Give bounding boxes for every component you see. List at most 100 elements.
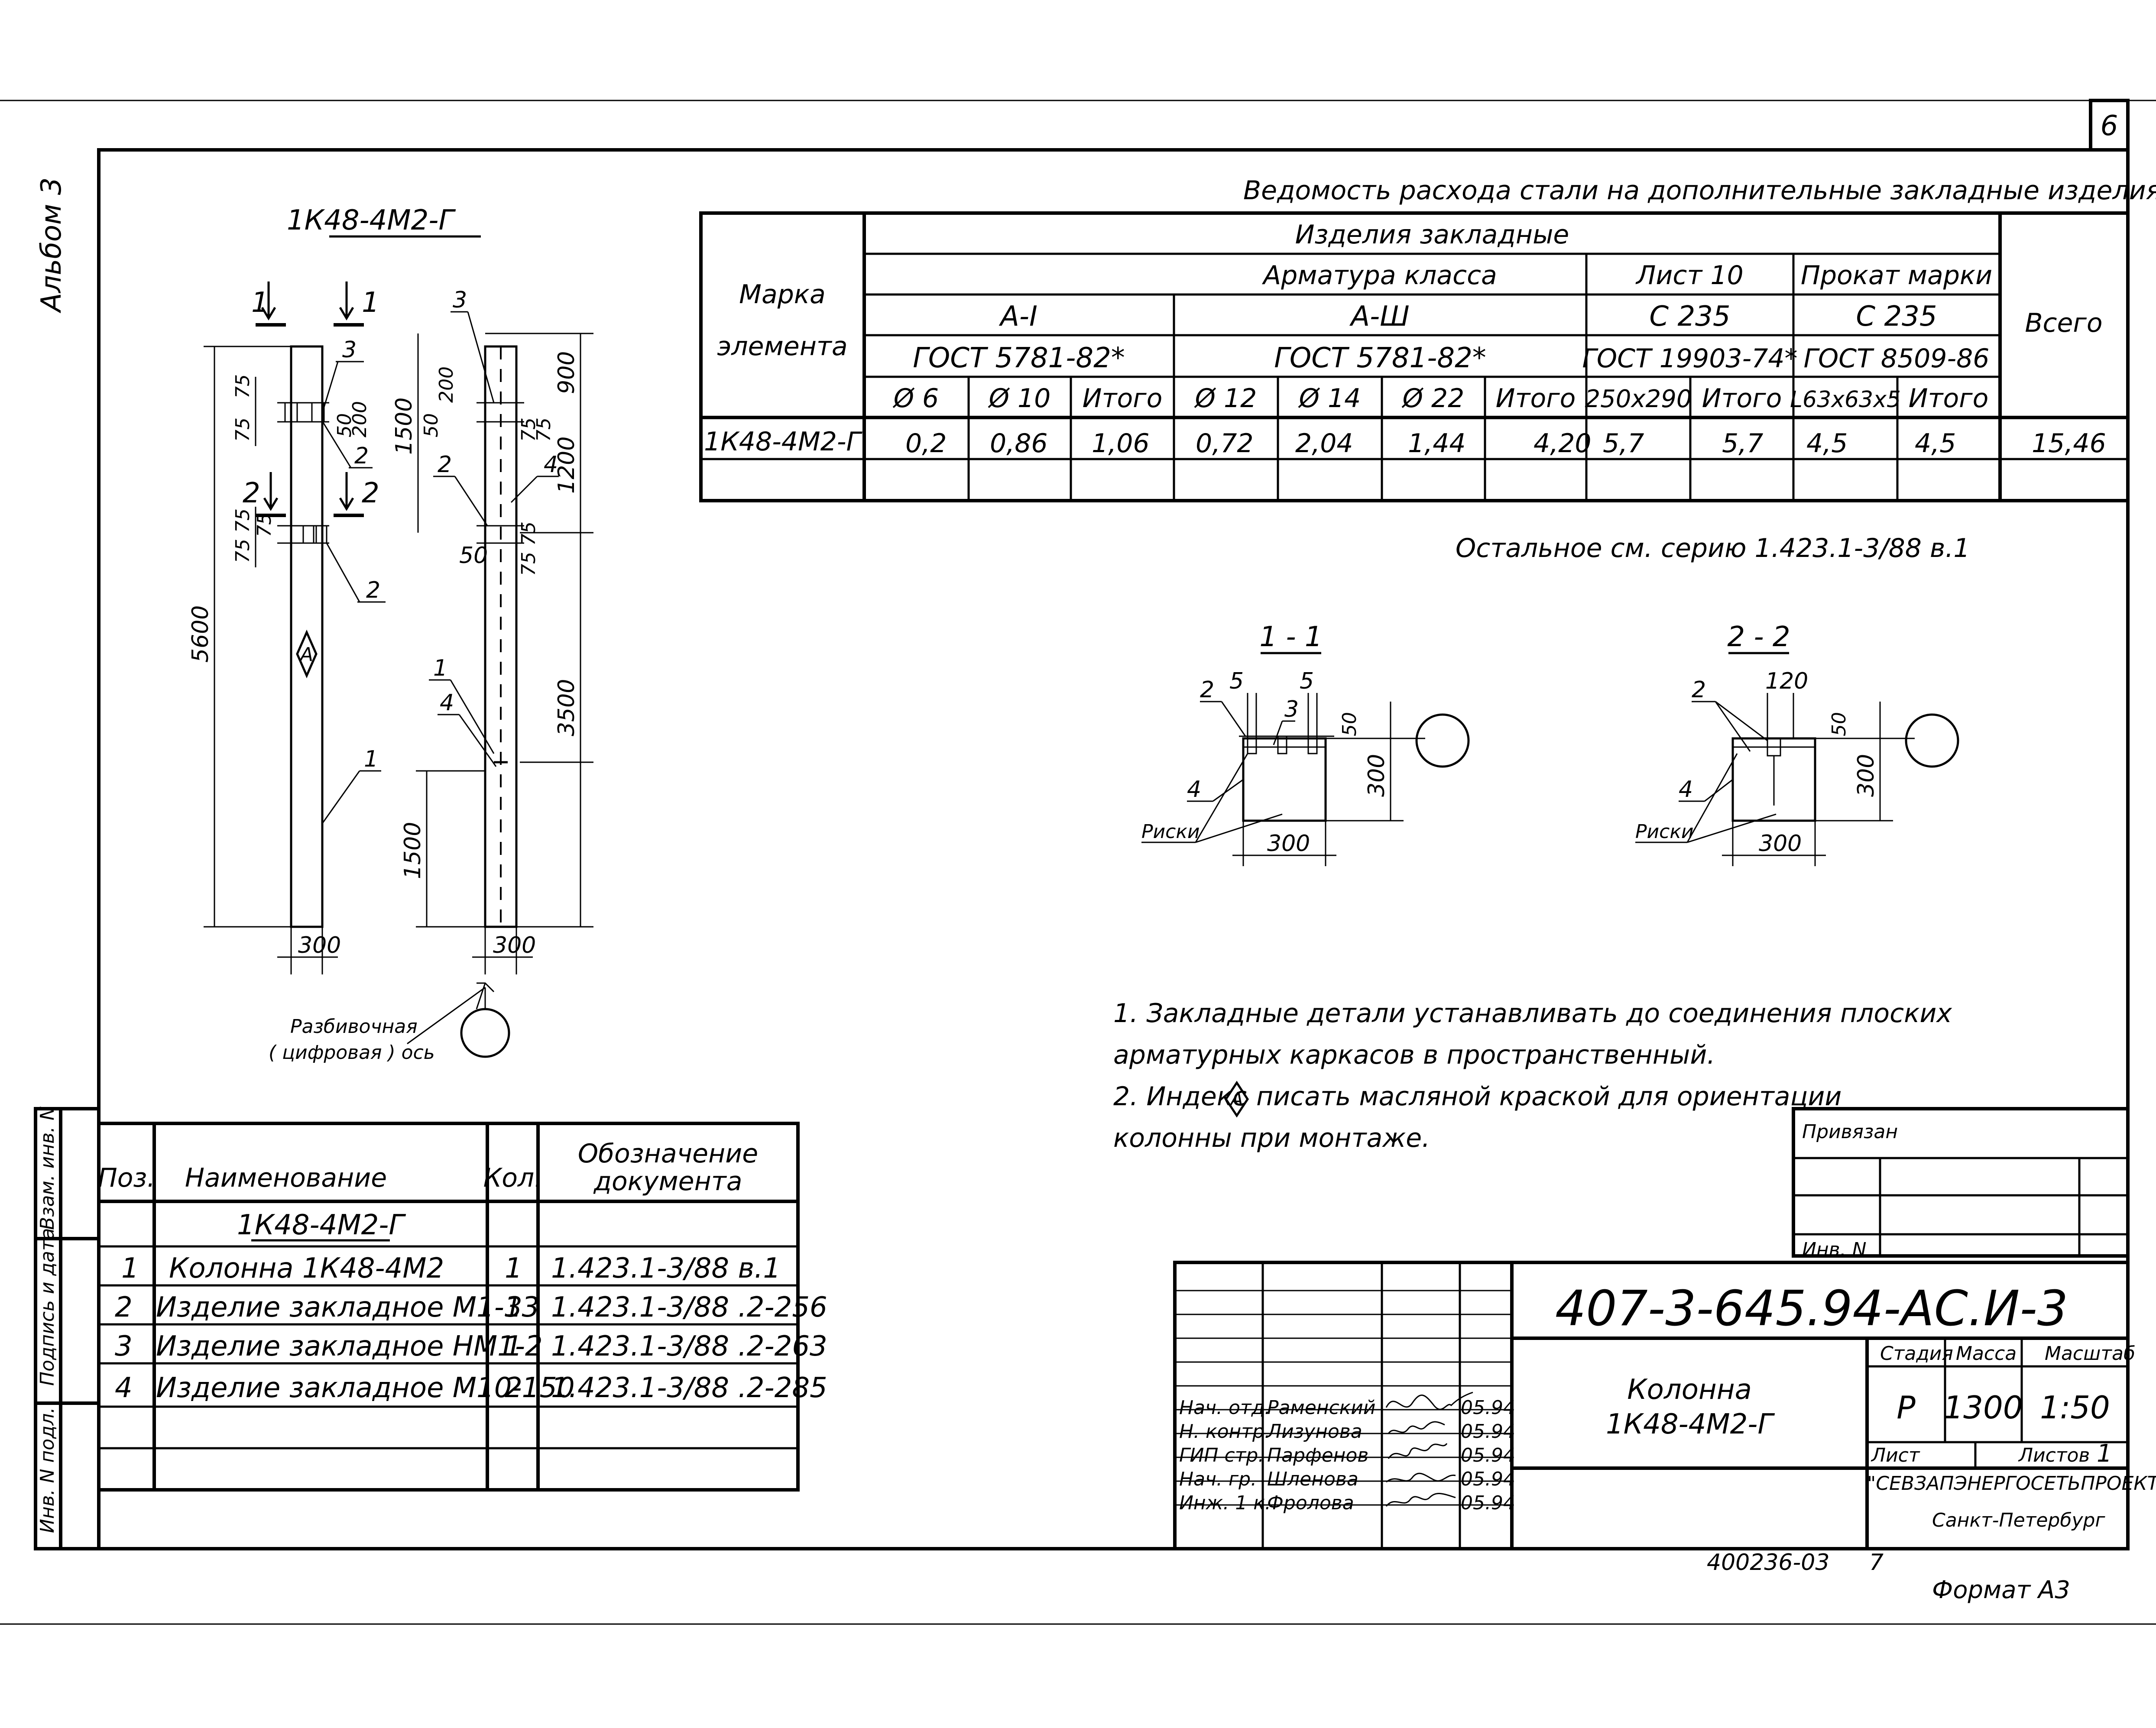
val-grand-total: 15,46 [2032,428,2106,459]
spec-hdr-pos: Поз. [98,1163,156,1193]
sub-total-a1: Итого [1083,383,1163,414]
sec2-dim-300-bottom: 300 [1759,831,1802,857]
sec2-callout-4: 4 [1679,777,1693,803]
dim-75b: 75 [232,417,254,442]
dim-75d: 75 [232,539,254,563]
spec-row-3-name: Изделие закладное НМ1-2 [156,1330,543,1362]
steel-table: Марка элемента Изделия закладные Арматур… [699,211,2130,502]
note-2-line-2: колонны при монтаже. [1113,1123,1430,1153]
hdr-class-a3: А-Ш [1349,301,1409,333]
staff-1-name: Раменский [1267,1397,1376,1419]
dim-75-side-d: 75 [518,552,540,576]
organization: "СЕВЗАПЭНЕРГОСЕТЬПРОЕКТ" [1867,1472,2156,1495]
staff-1-role: Нач. отд. [1179,1397,1271,1419]
sheet-number-box [2089,99,2130,152]
front-callouts: 3 2 2 [322,337,386,603]
spec-row-3-qty: 1 [505,1330,522,1362]
callout-2-side: 2 [438,452,452,478]
spec-row-1-pos: 1 [121,1252,139,1285]
sub-d22: Ø 22 [1401,383,1465,414]
dim-1500-top: 1500 [391,398,417,455]
hdr-gost-prokat: ГОСТ 8509-86 [1804,343,1990,374]
spec-group: 1К48-4М2-Г [237,1209,406,1241]
staff-2-date: 05.94 [1461,1421,1515,1443]
sub-250x290: 250х290 [1585,385,1692,413]
staff-3-date: 05.94 [1461,1444,1515,1466]
sub-total-list: Итого [1702,383,1782,414]
staff-4-name: Шленова [1267,1468,1358,1490]
callout-4-side-a: 4 [544,452,558,478]
column-side-view [477,345,524,928]
hdr-class-a1: А-I [999,301,1037,333]
mass-label: Масса [1956,1343,2017,1365]
spec-hdr-doc-2: документа [593,1166,742,1197]
dim-75-side-c: 75 [518,521,540,546]
callout-3-front: 3 [342,337,357,363]
staff-5-date: 05.94 [1461,1492,1515,1514]
spec-table: Поз. Наименование Кол. Обозначение докум… [97,1122,827,1492]
sub-d14: Ø 14 [1298,383,1361,414]
hdr-gost-list: ГОСТ 19903-74* [1582,343,1797,374]
staff-3-name: Парфенов [1267,1444,1368,1466]
hdr-armature: Арматура класса [1261,260,1497,291]
spec-hdr-qty: Кол. [483,1163,543,1193]
index-diamond-icon [1225,1081,1249,1118]
dim-300-side: 300 [493,932,536,958]
sec2-label-riski: Риски [1635,821,1694,843]
sub-d12: Ø 12 [1194,383,1257,414]
sheet-number: 6 [2101,110,2118,142]
dim-1500-bottom: 1500 [400,822,426,879]
hdr-gost-a3: ГОСТ 5781-82* [1274,342,1486,374]
dim-75a: 75 [232,374,254,398]
stage-label: Стадия [1880,1343,1953,1365]
spec-row-2-qty: 3 [505,1291,522,1324]
section-2-title: 2 - 2 [1727,621,1790,653]
dim-200: 200 [349,401,371,437]
callout-3-side: 3 [453,287,467,313]
callout-1-side: 1 [433,655,447,681]
sec2-callout-2: 2 [1692,677,1706,703]
sheet-label: Лист [1871,1444,1920,1466]
sec1-dim-5a: 5 [1229,668,1244,694]
drawing-title: 1К48-4М2-Г [287,204,456,236]
side-callouts: 3 2 4 1 4 1 [322,287,559,823]
val-prokat: 4,5 [1806,428,1848,459]
hdr-mark-2: элемента [717,331,847,362]
spec-row-3-pos: 3 [115,1330,133,1362]
see-also-note: Остальное см. серию 1.423.1-3/88 в.1 [1456,533,1970,563]
callout-2-front-b: 2 [366,577,380,603]
scale-value: 1:50 [2040,1389,2110,1426]
spec-row-4-pos: 4 [115,1372,133,1404]
val-total-a1: 1,06 [1092,428,1150,459]
spec-row-2-doc: 1.423.1-3/88 .2-256 [551,1291,827,1324]
note-2-prefix: 2. Индекс [1113,1081,1247,1112]
staff-2-role: Н. контр. [1179,1421,1271,1443]
side-stamp-inventory: Инв. N подл. [36,1407,58,1533]
archive-sheet: 7 [1869,1550,1884,1576]
index-symbol-front: А [299,644,313,666]
dim-75e: 75 [253,513,276,537]
val-d6: 0,2 [905,428,947,459]
staff-4-role: Нач. гр. [1179,1468,1257,1490]
staff-1-date: 05.94 [1461,1397,1515,1419]
document-name-1: Колонна [1627,1374,1752,1406]
sub-total-prokat: Итого [1909,383,1989,414]
spec-row-2-name: Изделие закладное М1-13 [156,1291,539,1324]
sub-total-a3: Итого [1496,383,1576,414]
staff-3-role: ГИП стр. [1179,1444,1264,1466]
dim-200-side: 200 [435,366,457,403]
document-code: 407-3-645.94-АС.И-3 [1555,1281,2068,1337]
val-d10: 0,86 [990,428,1048,459]
hdr-prokat: Прокат марки [1801,260,1992,291]
val-total-prokat: 4,5 [1915,428,1956,459]
staff-5-name: Фролова [1267,1492,1354,1514]
val-d14: 2,04 [1295,428,1353,459]
dim-75c: 75 [232,508,254,533]
inv-no-label: Инв. N [1802,1239,1867,1261]
sub-d6: Ø 6 [892,383,939,414]
dim-75-side-a: 75 [518,417,540,442]
spec-row-4-qty: 2 [505,1372,522,1404]
spec-hdr-name: Наименование [185,1163,387,1193]
spec-row-3-doc: 1.423.1-3/88 .2-263 [551,1330,827,1362]
note-1-line-1: 1. Закладные детали устанавливать до сое… [1113,998,1952,1029]
